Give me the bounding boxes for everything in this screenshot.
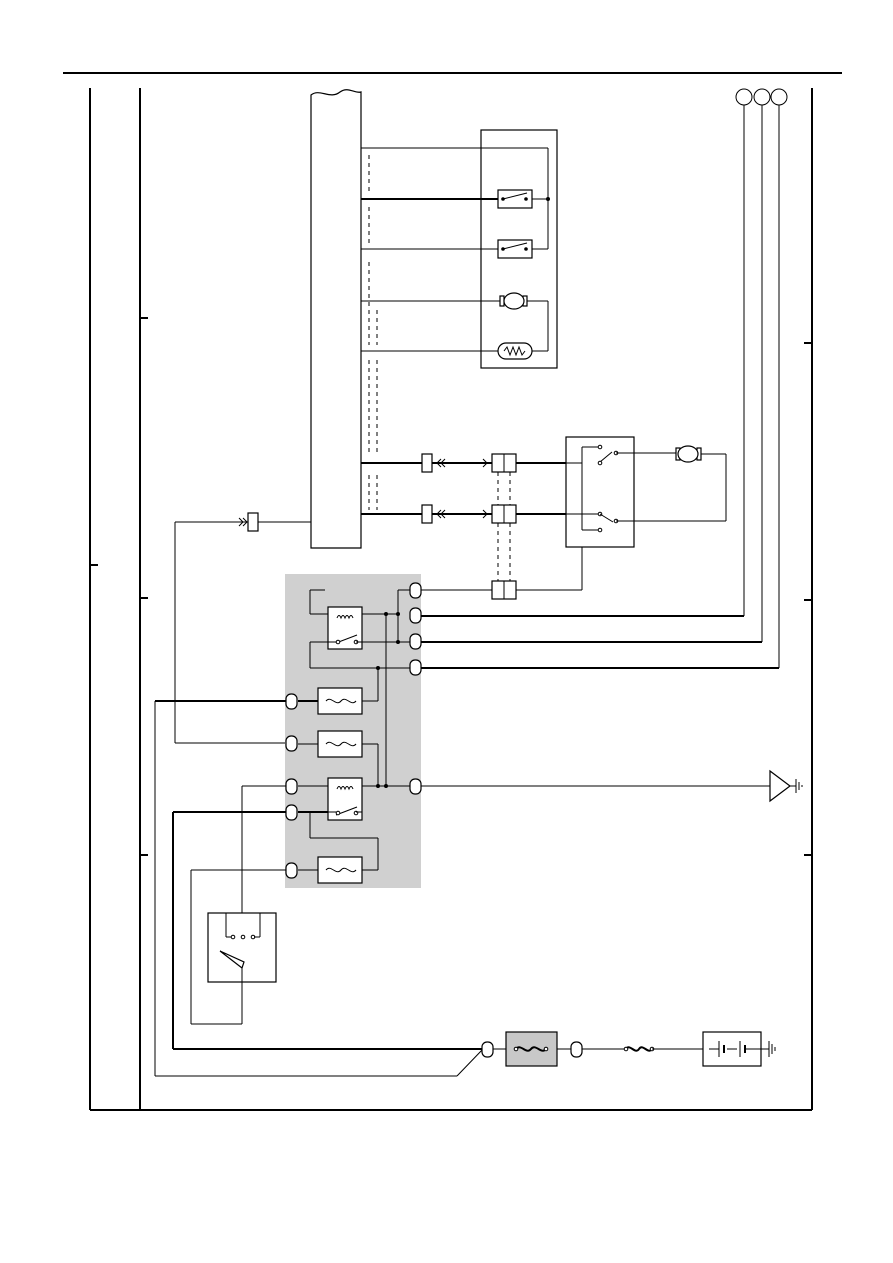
ignition-switch-icon	[207, 912, 277, 983]
off-page-connector-icon	[735, 88, 788, 106]
junction-block	[285, 574, 422, 888]
relay-coil-icon	[327, 606, 363, 650]
relay-coil-icon	[327, 777, 363, 821]
middle-circuit	[361, 436, 727, 600]
fuse-icon	[623, 1046, 655, 1052]
battery-feed	[481, 1031, 776, 1067]
battery-icon	[702, 1031, 762, 1067]
ground-icon	[761, 1041, 776, 1057]
fuse-icon	[505, 1031, 558, 1067]
fuse-icon	[317, 730, 363, 758]
heater-element-icon	[497, 342, 533, 360]
antenna-icon	[769, 769, 803, 803]
fuse-icon	[317, 856, 363, 884]
connector-icon	[421, 453, 433, 473]
control-module	[310, 89, 362, 549]
upper-wires	[361, 147, 548, 510]
module-side-connector	[174, 512, 311, 744]
outgoing-wires	[154, 105, 803, 1077]
motor-icon	[675, 445, 702, 463]
fuse-icon	[317, 687, 363, 715]
connector-icon	[421, 504, 433, 524]
connector-icon	[247, 512, 259, 532]
page-frame	[63, 72, 842, 1111]
